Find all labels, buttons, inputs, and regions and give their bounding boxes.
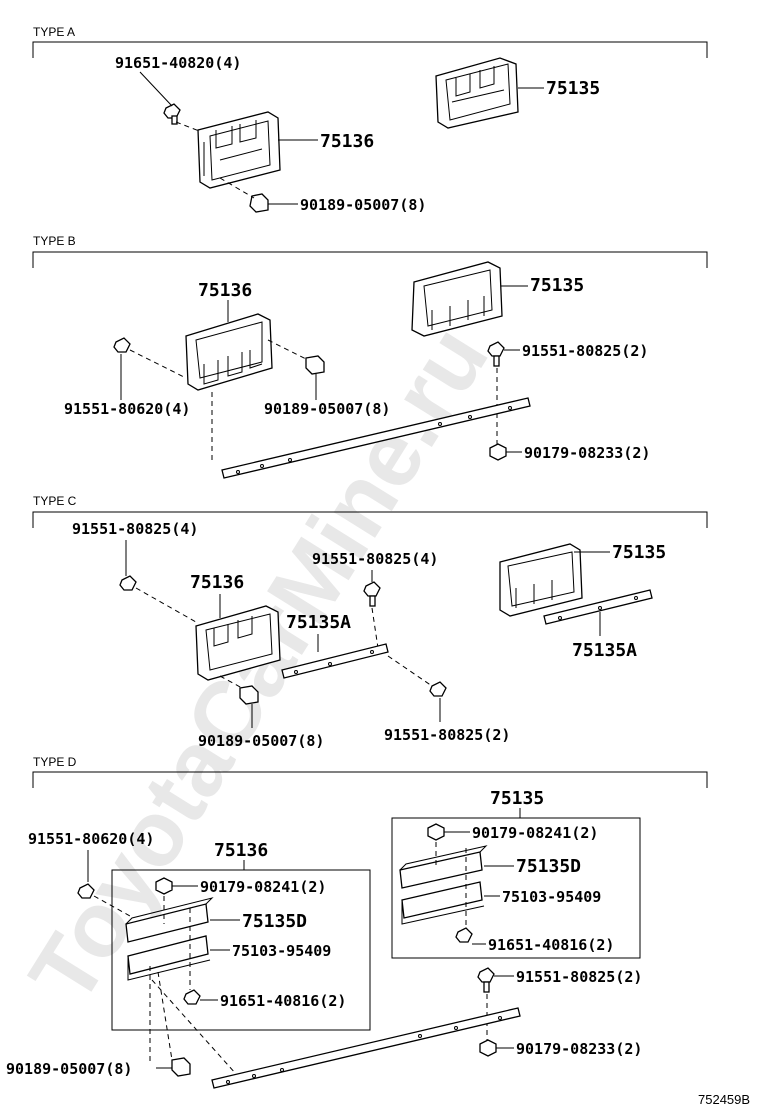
clip-icon bbox=[239, 685, 259, 705]
label-bolt-left: 91551-80825(4) bbox=[72, 520, 198, 538]
nut-icon bbox=[427, 823, 445, 841]
rail-75135A bbox=[543, 589, 653, 625]
label-75135: 75135 bbox=[530, 275, 584, 296]
label-clip: 90189-05007(8) bbox=[300, 196, 426, 214]
label-75103-left: 75103-95409 bbox=[232, 942, 331, 960]
bolt-icon bbox=[477, 967, 495, 993]
label-bolt: 91651-40820(4) bbox=[115, 54, 241, 72]
bracket-75103 bbox=[127, 935, 211, 981]
section-title: TYPE B bbox=[33, 234, 76, 248]
clip-icon bbox=[171, 1057, 191, 1077]
label-bolt-small-right: 91651-40816(2) bbox=[488, 936, 614, 954]
label-bolt-left: 91551-80620(4) bbox=[64, 400, 190, 418]
label-75136: 75136 bbox=[320, 131, 374, 152]
bracket-75103 bbox=[401, 881, 485, 925]
label-bolt-small-left: 91651-40816(2) bbox=[220, 992, 346, 1010]
bracket-75135 bbox=[499, 543, 583, 617]
label-75135D-right: 75135D bbox=[516, 856, 581, 877]
bracket-75135 bbox=[411, 261, 503, 337]
section-type-d: TYPE D 75135 90179-08241(2) 75135D 75103… bbox=[6, 755, 708, 1089]
bracket-75136 bbox=[185, 313, 273, 391]
label-75136: 75136 bbox=[214, 840, 268, 861]
label-bolt-left: 91551-80620(4) bbox=[28, 830, 154, 848]
section-title: TYPE C bbox=[33, 494, 77, 508]
bolt-icon bbox=[113, 337, 131, 353]
bracket-75135D bbox=[125, 897, 214, 943]
label-75135: 75135 bbox=[546, 78, 600, 99]
label-bolt-right: 91551-80825(2) bbox=[522, 342, 648, 360]
bolt-icon bbox=[77, 883, 95, 899]
label-clip: 90189-05007(8) bbox=[6, 1060, 132, 1078]
label-nut: 90179-08233(2) bbox=[524, 444, 650, 462]
section-type-b: TYPE B 75136 75135 91551-80620(4) 90189 bbox=[32, 234, 708, 479]
label-clip: 90189-05007(8) bbox=[264, 400, 390, 418]
clip-icon bbox=[305, 355, 325, 375]
label-75136: 75136 bbox=[198, 280, 252, 301]
bracket-75135D bbox=[399, 845, 488, 889]
section-title: TYPE A bbox=[33, 25, 75, 39]
bracket-75136 bbox=[195, 605, 281, 681]
figure-code: 752459B bbox=[698, 1092, 750, 1107]
bolt-icon bbox=[183, 989, 201, 1005]
clip-icon bbox=[249, 193, 269, 213]
assembly-box-right bbox=[391, 817, 641, 959]
label-75135A-right: 75135A bbox=[572, 640, 637, 661]
nut-icon bbox=[155, 877, 173, 895]
label-75135D-left: 75135D bbox=[242, 911, 307, 932]
section-type-c: TYPE C 91551-80825(4) 75136 91551-80825(… bbox=[32, 494, 708, 750]
bolt-icon bbox=[455, 927, 473, 943]
label-75135-top: 75135 bbox=[490, 788, 544, 809]
label-75103-right: 75103-95409 bbox=[502, 888, 601, 906]
bolt-icon bbox=[363, 581, 381, 607]
label-75135A-mid: 75135A bbox=[286, 612, 351, 633]
label-clip: 90189-05007(8) bbox=[198, 732, 324, 750]
label-nut-left: 90179-08241(2) bbox=[200, 878, 326, 896]
label-75135: 75135 bbox=[612, 542, 666, 563]
bracket-75136 bbox=[197, 111, 281, 189]
rail-bar bbox=[221, 397, 531, 479]
section-type-a: TYPE A 91651-40820(4) 75136 75135 bbox=[32, 25, 708, 214]
label-bolt-low: 91551-80825(2) bbox=[384, 726, 510, 744]
bolt-icon bbox=[487, 341, 505, 367]
bolt-icon bbox=[429, 681, 447, 697]
label-nut-bar: 90179-08233(2) bbox=[516, 1040, 642, 1058]
label-nut-right: 90179-08241(2) bbox=[472, 824, 598, 842]
section-title: TYPE D bbox=[33, 755, 77, 769]
bolt-icon bbox=[119, 575, 137, 591]
label-bolt-mid: 91551-80825(4) bbox=[312, 550, 438, 568]
nut-icon bbox=[489, 443, 507, 461]
nut-icon bbox=[479, 1039, 497, 1057]
assembly-box-left bbox=[111, 869, 371, 1031]
bolt-icon bbox=[163, 103, 181, 125]
label-75136: 75136 bbox=[190, 572, 244, 593]
rail-bar bbox=[211, 1007, 521, 1089]
label-bolt-bar: 91551-80825(2) bbox=[516, 968, 642, 986]
bracket-75135 bbox=[435, 57, 519, 129]
rail-75135A bbox=[281, 643, 389, 679]
